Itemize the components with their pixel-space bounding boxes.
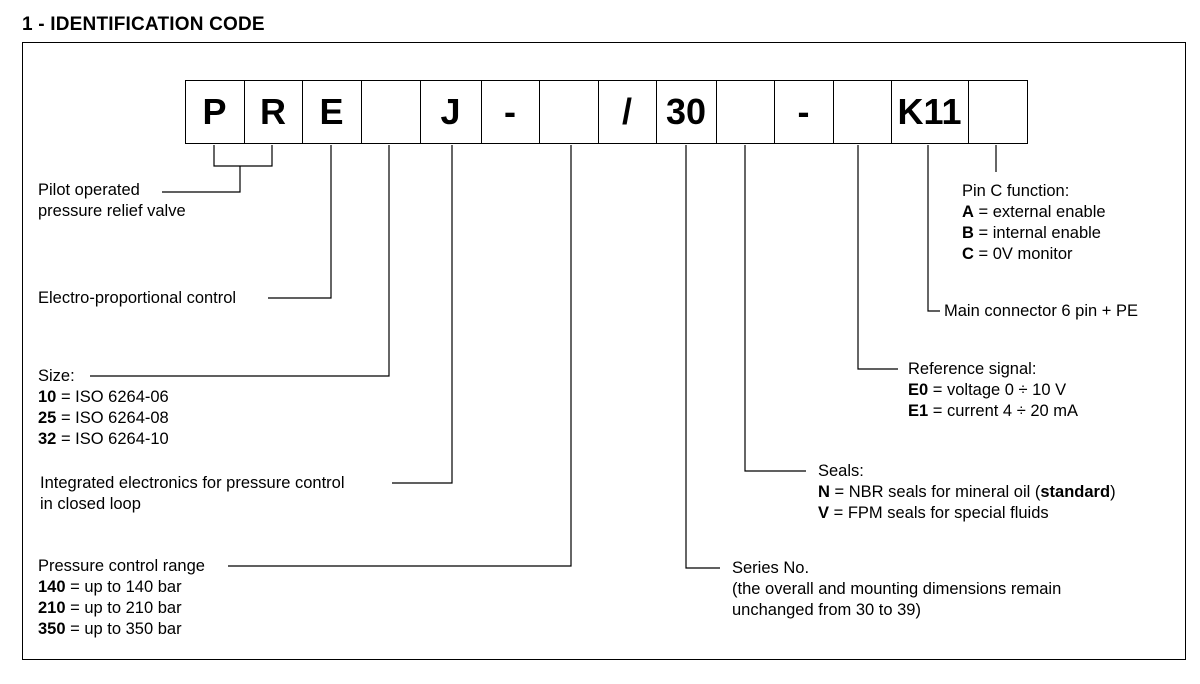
- series-line1: (the overall and mounting dimensions rem…: [732, 580, 1062, 598]
- leader-seals: [744, 145, 806, 472]
- label-series: Series No. (the overall and mounting dim…: [732, 558, 1061, 621]
- label-electro-text: Electro-proportional control: [38, 289, 237, 307]
- leader-connector: [927, 145, 940, 312]
- label-seals: Seals: N = NBR seals for mineral oil (st…: [818, 461, 1116, 524]
- code-cell-text: J: [440, 91, 461, 132]
- leader-electro: [268, 145, 332, 299]
- connector-text: Main connector 6 pin + PE: [944, 302, 1138, 320]
- leader-pilot: [162, 145, 273, 193]
- pressure-option-350: 350 = up to 350 bar: [38, 620, 182, 638]
- code-cell-text: R: [260, 91, 286, 132]
- code-cell-text: P: [202, 91, 227, 132]
- reference-option-e1: E1 = current 4 ÷ 20 mA: [908, 402, 1079, 420]
- size-heading: Size:: [38, 367, 75, 385]
- pressure-option-140: 140 = up to 140 bar: [38, 578, 182, 596]
- label-pressure: Pressure control range 140 = up to 140 b…: [38, 556, 205, 640]
- label-pilot: Pilot operated pressure relief valve: [38, 180, 186, 222]
- leader-series: [685, 145, 720, 569]
- label-electro: Electro-proportional control: [38, 288, 236, 309]
- seals-option-n: N = NBR seals for mineral oil (standard): [818, 483, 1116, 501]
- series-line2: unchanged from 30 to 39): [732, 601, 921, 619]
- section-title: 1 - IDENTIFICATION CODE: [22, 14, 265, 35]
- label-reference: Reference signal: E0 = voltage 0 ÷ 10 V …: [908, 359, 1078, 422]
- seals-heading: Seals:: [818, 462, 864, 480]
- integrated-line1: Integrated electronics for pressure cont…: [40, 474, 345, 492]
- reference-option-e0: E0 = voltage 0 ÷ 10 V: [908, 381, 1067, 399]
- label-pilot-line2: pressure relief valve: [38, 202, 186, 220]
- integrated-line2: in closed loop: [40, 495, 141, 513]
- pinc-option-c: C = 0V monitor: [962, 245, 1073, 263]
- leader-pressure: [228, 145, 572, 567]
- series-heading: Series No.: [732, 559, 810, 577]
- pinc-option-a: A = external enable: [962, 203, 1106, 221]
- code-cell-text: E: [319, 91, 344, 132]
- label-connector: Main connector 6 pin + PE: [944, 301, 1138, 322]
- pressure-option-210: 210 = up to 210 bar: [38, 599, 182, 617]
- label-integrated: Integrated electronics for pressure cont…: [40, 473, 345, 515]
- code-cell-text: 30: [665, 91, 707, 132]
- code-cell-text: /: [621, 91, 632, 132]
- label-pinc: Pin C function: A = external enable B = …: [962, 181, 1106, 265]
- pinc-heading: Pin C function:: [962, 182, 1070, 200]
- label-pilot-line1: Pilot operated: [38, 181, 140, 199]
- pinc-option-b: B = internal enable: [962, 224, 1101, 242]
- leader-integrated: [392, 145, 453, 484]
- code-cell-box: [968, 80, 1028, 144]
- size-option-32: 32 = ISO 6264-10: [38, 430, 169, 448]
- code-cell-text: -: [797, 91, 810, 132]
- diagram-frame: [22, 42, 1186, 660]
- leader-reference: [857, 145, 898, 370]
- leader-size: [90, 145, 390, 377]
- size-option-10: 10 = ISO 6264-06: [38, 388, 169, 406]
- reference-heading: Reference signal:: [908, 360, 1037, 378]
- seals-option-v: V = FPM seals for special fluids: [818, 504, 1049, 522]
- code-cell-text: K11: [897, 91, 962, 132]
- label-size: Size: 10 = ISO 6264-06 25 = ISO 6264-08 …: [38, 366, 169, 450]
- pressure-heading: Pressure control range: [38, 557, 205, 575]
- code-cell-text: -: [504, 91, 516, 132]
- size-option-25: 25 = ISO 6264-08: [38, 409, 169, 427]
